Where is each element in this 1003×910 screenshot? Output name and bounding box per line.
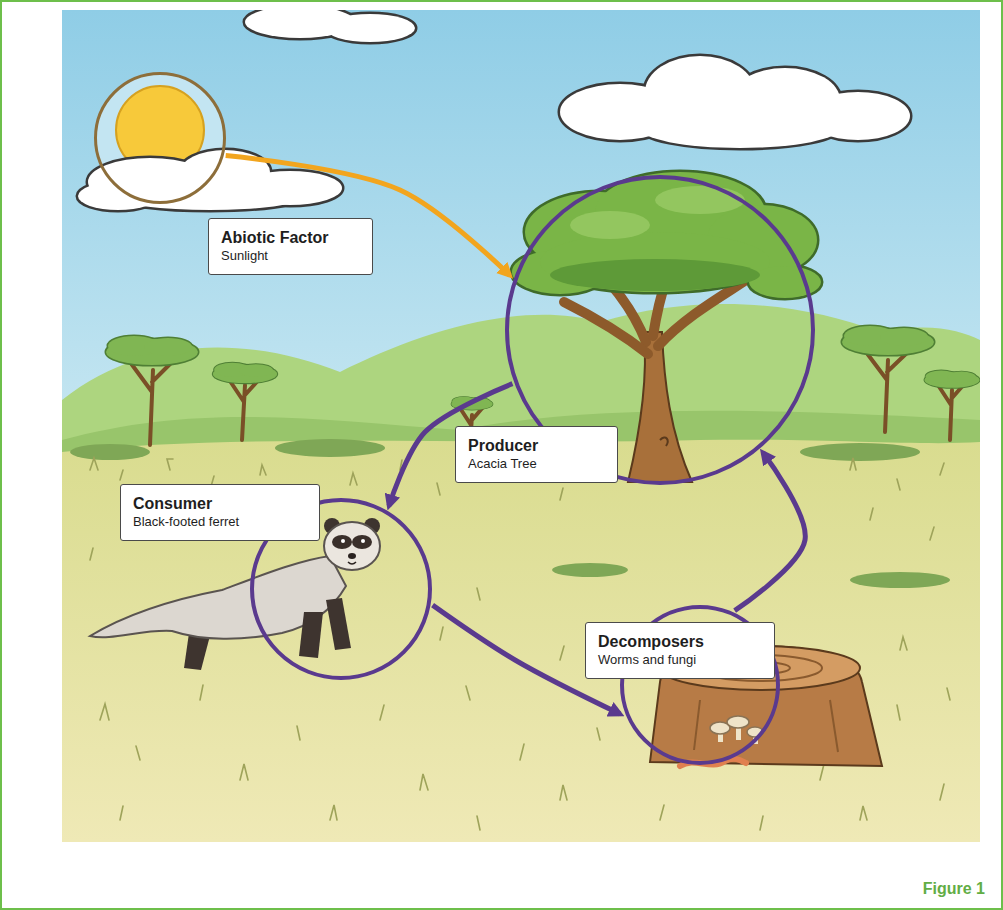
cloud: [245, 10, 415, 42]
acacia-tree: [628, 332, 692, 482]
bush: [800, 443, 920, 461]
label-box: ProducerAcacia Tree: [455, 426, 618, 483]
sun-scene: [78, 150, 342, 210]
acacia-tree: [512, 172, 821, 298]
bush: [70, 439, 950, 588]
acacia-tree: [512, 172, 821, 298]
ferret: [352, 535, 372, 549]
sun-scene: [78, 150, 342, 210]
acacia-tree: [550, 259, 760, 291]
label-box: Abiotic FactorSunlight: [208, 218, 373, 275]
ferret: [341, 539, 345, 543]
cloud: [560, 56, 910, 148]
acacia-tree: [570, 211, 650, 239]
background-acacia: [130, 360, 174, 445]
background-acacia-canopy: [106, 336, 198, 365]
background-acacia-canopy: [213, 363, 277, 383]
ferret: [299, 612, 323, 658]
bush: [850, 572, 950, 588]
background-acacia-canopy: [106, 326, 980, 410]
ferret: [348, 562, 356, 564]
ferret: [361, 539, 365, 543]
organism-name: Acacia Tree: [468, 456, 605, 473]
ferret: [326, 598, 351, 650]
flow-arrow: [735, 453, 806, 611]
tree-stump: [747, 727, 763, 737]
background-acacia: [866, 350, 910, 432]
background-acacia: [938, 382, 966, 440]
ecosystem-circle: ConsumerBlack-footed ferret: [250, 498, 432, 680]
background-acacia: [228, 376, 262, 440]
cloud: [245, 10, 415, 42]
cloud: [560, 56, 910, 148]
organism-name: Sunlight: [221, 248, 360, 265]
tree-stump: [694, 700, 838, 752]
ecosystem-circle: ProducerAcacia Tree: [505, 175, 815, 485]
background-acacia-canopy: [106, 336, 198, 365]
role-heading: Abiotic Factor: [221, 228, 360, 248]
role-heading: Producer: [468, 436, 605, 456]
tree-stump: [727, 716, 749, 728]
label-box: ConsumerBlack-footed ferret: [120, 484, 320, 541]
label-box: DecomposersWorms and fungi: [585, 622, 775, 679]
acacia-tree: [660, 438, 668, 446]
ecosystem-circle: DecomposersWorms and fungi: [620, 605, 780, 765]
organism-name: Black-footed ferret: [133, 514, 307, 531]
background-acacia-canopy: [924, 370, 979, 387]
bush: [70, 444, 150, 460]
acacia-tree: [564, 302, 648, 354]
ferret: [348, 553, 356, 559]
bush: [275, 439, 385, 457]
background-acacia-canopy: [842, 326, 934, 355]
background-acacia-canopy: [842, 326, 934, 355]
organism-name: Worms and fungi: [598, 652, 762, 669]
acacia-tree: [655, 186, 745, 214]
sun-scene: [78, 74, 342, 210]
cloud: [245, 10, 910, 148]
bush: [552, 563, 628, 577]
background-acacia-canopy: [213, 363, 277, 383]
role-heading: Consumer: [133, 494, 307, 514]
grassland: [62, 440, 980, 842]
ferret: [324, 522, 380, 570]
figure-number: Figure 1: [923, 880, 985, 898]
background-acacia-canopy: [924, 370, 979, 387]
ecosystem-circle: Abiotic FactorSunlight: [94, 72, 226, 204]
grass-strokes: [90, 458, 950, 830]
ferret: [332, 535, 352, 549]
landscape: [62, 10, 980, 842]
role-heading: Decomposers: [598, 632, 762, 652]
